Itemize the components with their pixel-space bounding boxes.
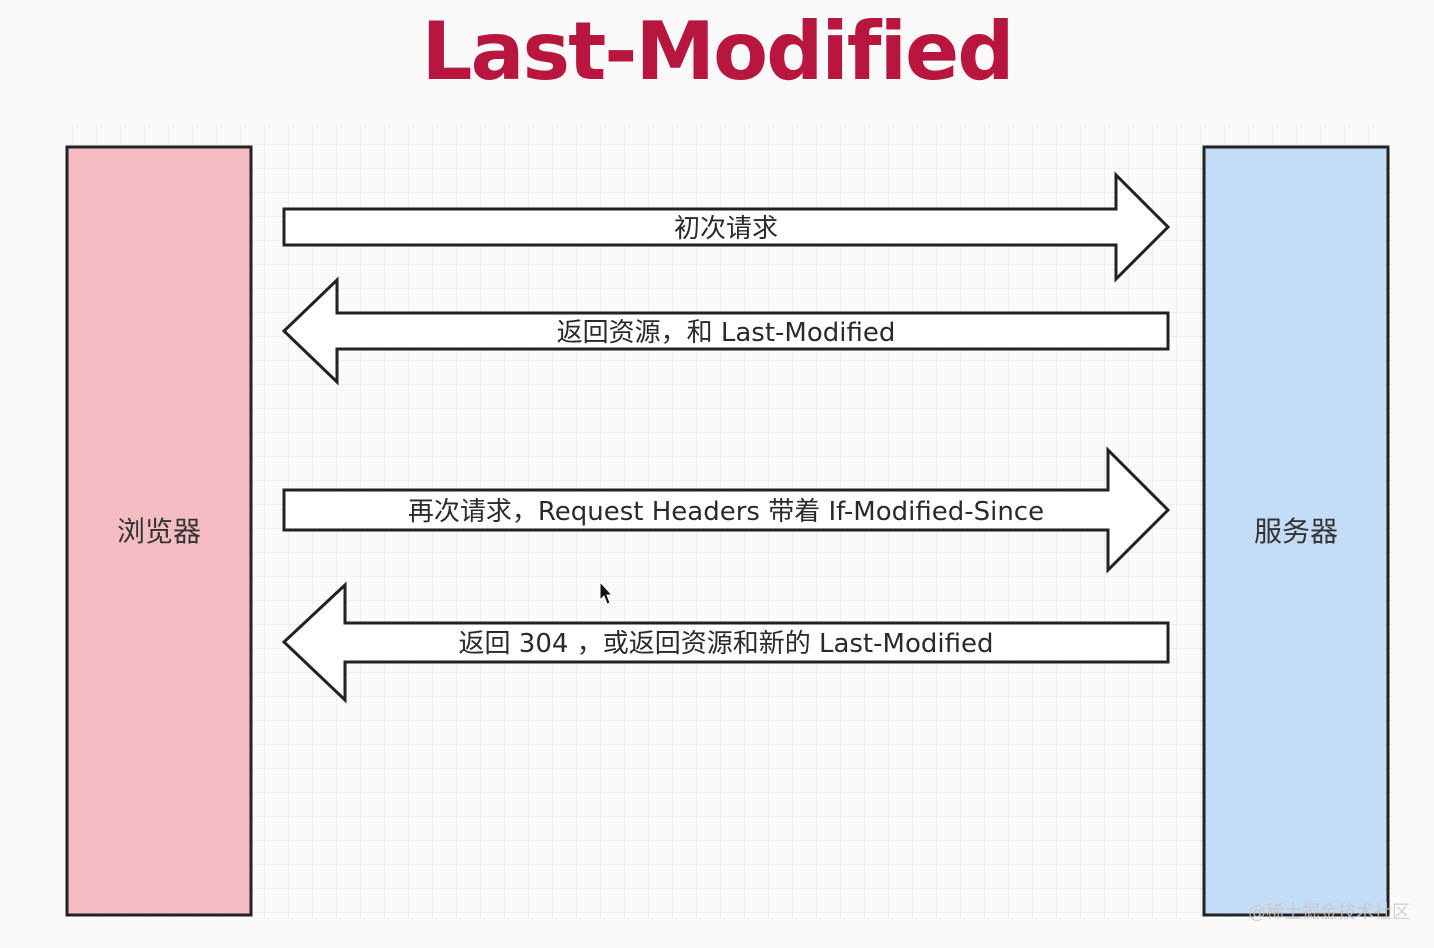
arrow-label-initial-request: 初次请求 [674,214,778,244]
browser-label: 浏览器 [117,515,201,548]
browser-box: 浏览器 [65,145,253,917]
arrow-return-304: 返回 304 ，或返回资源和新的 Last-Modified [281,581,1170,704]
page-title: Last-Modified [421,5,1014,98]
server-label: 服务器 [1254,515,1338,548]
watermark: @稀土掘金技术社区 [1248,902,1410,923]
arrow-label-conditional-request: 再次请求，Request Headers 带着 If-Modified-Sinc… [408,497,1044,527]
arrow-initial-request: 初次请求 [282,171,1171,283]
arrow-label-return-resource: 返回资源，和 Last-Modified [557,318,896,348]
arrow-conditional-request: 再次请求，Request Headers 带着 If-Modified-Sinc… [282,446,1171,574]
mouse-pointer-icon [599,580,614,605]
arrow-label-return-304: 返回 304 ，或返回资源和新的 Last-Modified [459,629,994,659]
arrow-return-resource: 返回资源，和 Last-Modified [281,276,1170,386]
server-box: 服务器 [1202,145,1390,917]
